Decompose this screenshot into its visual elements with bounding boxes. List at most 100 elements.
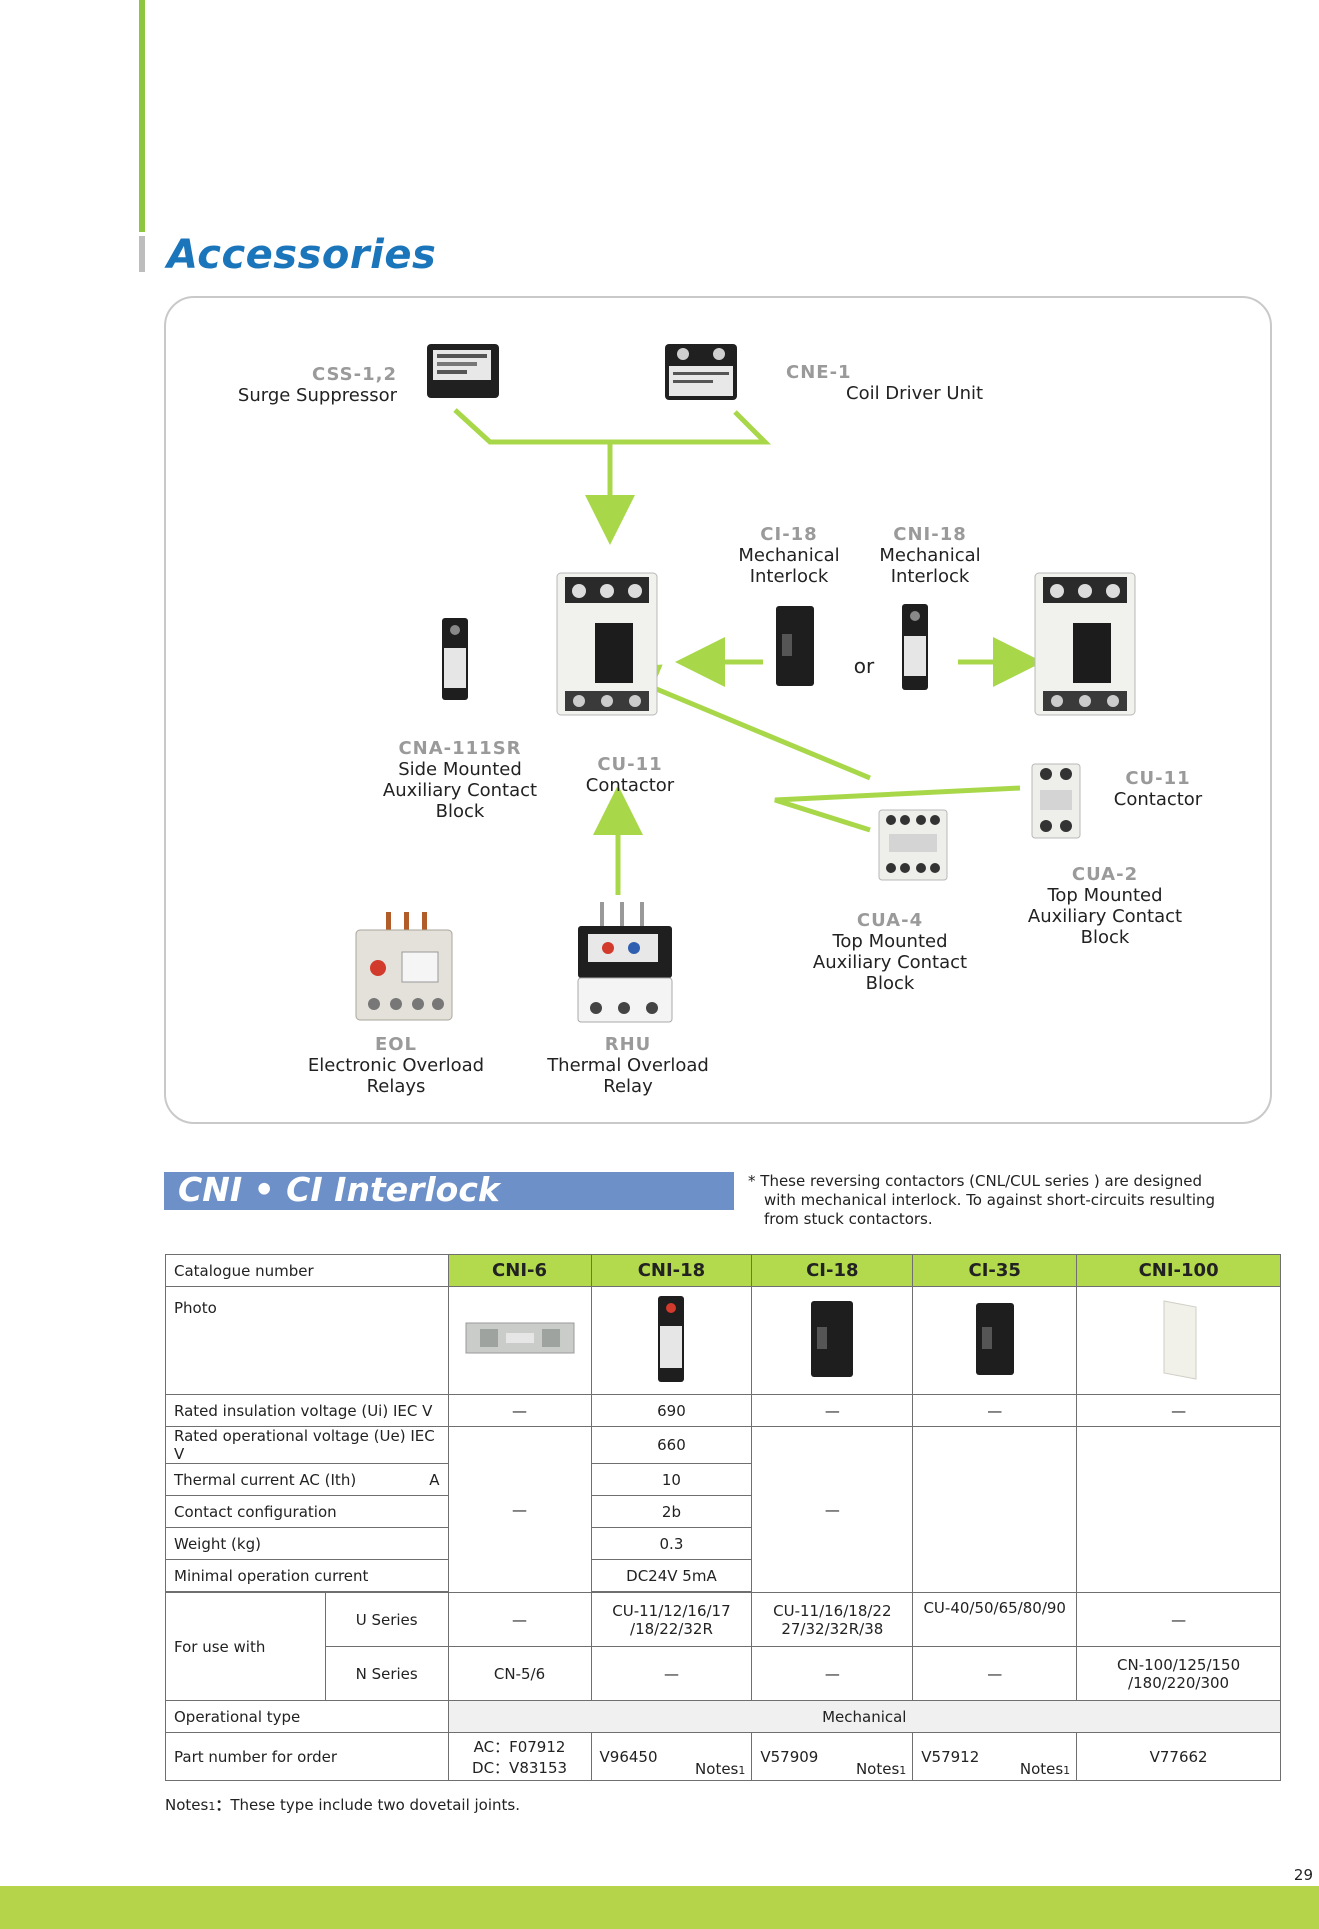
for-use-label: For use with — [165, 1592, 326, 1701]
label-rhu: RHU Thermal Overload Relay — [528, 1034, 728, 1097]
interlock-note: * These reversing contactors (CNL/CUL se… — [748, 1172, 1268, 1229]
footer-notes-sep: ： — [215, 1796, 231, 1814]
u-ci18-line2: 27/32/32R/38 — [781, 1619, 884, 1638]
ue-label: Rated operational voltage (Ue) IEC V — [165, 1426, 449, 1464]
label-cua2: CUA-2 Top Mounted Auxiliary Contact Bloc… — [1015, 864, 1195, 948]
contact-cni18: 2b — [590, 1495, 753, 1528]
ui-ci35: — — [912, 1394, 1078, 1427]
cu-left-code: CU-11 — [597, 754, 663, 775]
interlock-title: CNI • CI Interlock — [178, 1170, 500, 1209]
col-header-ci18: CI-18 — [751, 1254, 914, 1287]
note-asterisk: * — [748, 1172, 756, 1190]
cni18-line1: Mechanical — [879, 545, 981, 566]
css-name: Surge Suppressor — [237, 385, 397, 406]
ci18-photo — [811, 1300, 854, 1377]
col-header-cni6: CNI-6 — [447, 1254, 592, 1287]
cua4-image — [878, 809, 948, 881]
ui-ci18: — — [751, 1394, 914, 1427]
u-cni18: CU-11/12/16/17/18/22/32R — [590, 1592, 753, 1647]
u-cni18-line2: /18/22/32R — [630, 1619, 713, 1638]
n-series-label: N Series — [324, 1646, 449, 1701]
or-text: or — [853, 654, 875, 678]
footer-note: Notes1：These type include two dovetail j… — [165, 1794, 520, 1815]
top-connector-line — [453, 408, 772, 445]
notes-ref-number: 1 — [1063, 1764, 1071, 1777]
eol-line1: Electronic Overload — [307, 1055, 485, 1076]
label-cu11-right: CU-11 Contactor — [1098, 768, 1218, 810]
note-line-2: with mechanical interlock. To against sh… — [764, 1191, 1216, 1209]
ci18-interlock-image — [776, 606, 814, 686]
left-green-bar — [139, 0, 145, 232]
part-label: Part number for order — [165, 1732, 449, 1781]
footer-notes-label: Notes — [165, 1796, 209, 1814]
col-header-cni100: CNI-100 — [1076, 1254, 1281, 1287]
left-grey-bar — [139, 236, 145, 272]
u-ci18-line1: CU-11/16/18/22 — [773, 1601, 892, 1620]
aux-block-connector — [774, 785, 1021, 833]
table-row: Minimal operation current DC24V 5mA — [165, 1559, 1281, 1592]
interlock-title-bar — [164, 1172, 734, 1210]
cna111sr-image — [442, 618, 468, 700]
ci18-line1: Mechanical — [738, 545, 840, 566]
cni18-code: CNI-18 — [893, 524, 967, 545]
cni100-photo — [1163, 1299, 1197, 1380]
part-cni6-dc: DC：V83153 — [472, 1758, 568, 1777]
eol-relay-image — [355, 912, 453, 1021]
cua2-code: CUA-2 — [1071, 864, 1139, 885]
photo-cni100 — [1076, 1286, 1281, 1395]
cni18-photo — [658, 1295, 685, 1382]
cni18-interlock-image — [902, 604, 928, 690]
weight-label: Weight (kg) — [165, 1527, 449, 1560]
photo-ci35 — [912, 1286, 1078, 1395]
label-cu11-left: CU-11 Contactor — [570, 754, 690, 796]
part-ci18-number: V57909 — [760, 1747, 819, 1766]
catalogue-label: Catalogue number — [165, 1254, 449, 1287]
n-cni100-line1: CN-100/125/150 — [1117, 1655, 1241, 1674]
u-series-label: U Series — [324, 1592, 449, 1647]
css-code: CSS-1,2 — [311, 364, 397, 385]
cni6-merged-dash: — — [447, 1426, 592, 1593]
ci18-code: CI-18 — [760, 524, 818, 545]
cua2-line3: Block — [1080, 927, 1130, 948]
cna-line1: Side Mounted — [398, 759, 522, 780]
part-cni100: V77662 — [1076, 1732, 1281, 1781]
table-row: Rated insulation voltage (Ui) IEC V — 69… — [165, 1394, 1281, 1427]
ci35-merged-empty — [912, 1426, 1078, 1593]
cua4-line1: Top Mounted — [832, 931, 948, 952]
notes-ref-label: Notes — [855, 1760, 900, 1778]
part-ci35-number: V57912 — [921, 1747, 980, 1766]
cne-code: CNE-1 — [786, 362, 852, 383]
ui-label: Rated insulation voltage (Ui) IEC V — [165, 1394, 449, 1427]
ui-cni6: — — [447, 1394, 592, 1427]
footer-notes-number: 1 — [208, 1800, 216, 1813]
weight-cni18: 0.3 — [590, 1527, 753, 1560]
rhu-code: RHU — [604, 1034, 652, 1055]
n-cni100-line2: /180/220/300 — [1128, 1673, 1230, 1692]
arrow-aux-to-contactor — [606, 664, 871, 781]
label-ci18: CI-18 Mechanical Interlock — [725, 524, 853, 587]
rhu-line1: Thermal Overload — [547, 1055, 709, 1076]
part-cni18-number: V96450 — [599, 1747, 658, 1766]
cua4-line2: Auxiliary Contact — [812, 952, 968, 973]
photo-ci18 — [751, 1286, 914, 1395]
interlock-spec-table: Catalogue number CNI-6 CNI-18 CI-18 CI-3… — [165, 1254, 1282, 1781]
table-row: Catalogue number CNI-6 CNI-18 CI-18 CI-3… — [165, 1254, 1281, 1287]
cu-right-code: CU-11 — [1125, 768, 1191, 789]
cua4-line3: Block — [865, 973, 915, 994]
n-ci18: — — [751, 1646, 914, 1701]
n-cni100: CN-100/125/150/180/220/300 — [1076, 1646, 1281, 1701]
ci35-photo — [975, 1302, 1014, 1375]
surge-suppressor-image — [427, 344, 499, 398]
cna-line2: Auxiliary Contact — [382, 780, 538, 801]
ith-unit: A — [429, 1470, 440, 1489]
part-cni6-ac: AC：F07912 — [473, 1737, 566, 1756]
n-cni18: — — [590, 1646, 753, 1701]
label-eol: EOL Electronic Overload Relays — [296, 1034, 496, 1097]
page-number: 29 — [1293, 1866, 1313, 1884]
ci18-merged-dash: — — [751, 1426, 914, 1593]
